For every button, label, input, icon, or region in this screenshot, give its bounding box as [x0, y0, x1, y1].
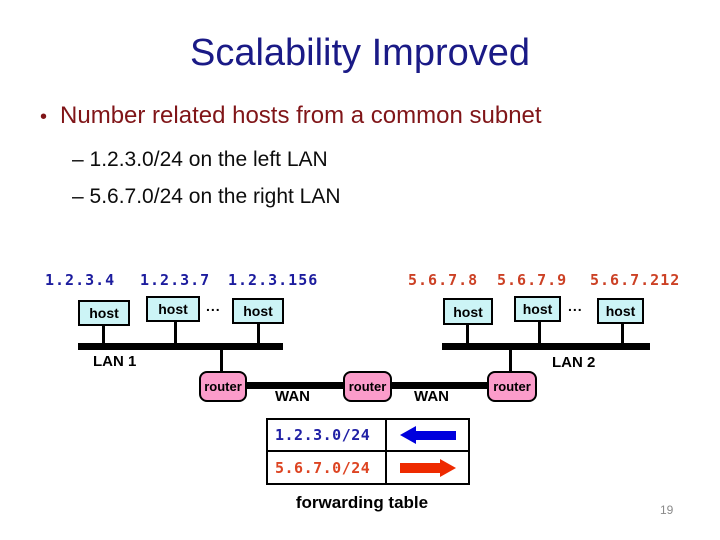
lan1-router-link: [220, 350, 223, 371]
bullet-line: • Number related hosts from a common sub…: [40, 102, 700, 130]
forwarding-table-direction-row2: [387, 452, 468, 483]
right-ip-3: 5.6.7.212: [590, 271, 681, 289]
right-ellipsis: ...: [568, 298, 583, 314]
host-link-line: [466, 325, 469, 343]
left-ip-2: 1.2.3.7: [140, 271, 211, 289]
prefix-text: 5.6.7.0/24: [275, 458, 371, 477]
router-box-left: router: [199, 371, 247, 402]
left-arrow-icon: [399, 426, 456, 444]
page-number: 19: [660, 503, 674, 517]
slide-title: Scalability Improved: [189, 32, 531, 74]
lan1-label: LAN 1: [93, 353, 137, 370]
right-ip-2: 5.6.7.9: [497, 271, 568, 289]
host-box-left-1: host: [78, 300, 130, 326]
wan-link-1: [247, 382, 343, 389]
host-link-line: [621, 324, 624, 343]
lan1-bus: [78, 343, 283, 350]
host-link-line: [102, 326, 105, 343]
forwarding-table-prefix-row1: 1.2.3.0/24: [268, 420, 387, 452]
sub-bullet-left-subnet: – 1.2.3.0/24 on the left LAN: [72, 148, 328, 171]
lan2-label: LAN 2: [552, 354, 596, 371]
left-ip-3: 1.2.3.156: [228, 271, 319, 289]
host-box-left-2: host: [146, 296, 200, 322]
left-ellipsis: ...: [206, 298, 221, 314]
wan-label-2: WAN: [414, 388, 449, 405]
host-box-left-3: host: [232, 298, 284, 324]
sub-bullet-right-subnet: – 5.6.7.0/24 on the right LAN: [72, 185, 341, 208]
right-ip-1: 5.6.7.8: [408, 271, 479, 289]
wan-link-2: [392, 382, 487, 389]
lan2-bus: [442, 343, 650, 350]
host-box-right-3: host: [597, 298, 644, 324]
bullet-text: Number related hosts from a common subne…: [60, 102, 542, 129]
left-ip-1: 1.2.3.4: [45, 271, 116, 289]
host-link-line: [257, 324, 260, 343]
lan2-router-link: [509, 350, 512, 371]
prefix-text: 1.2.3.0/24: [275, 426, 371, 444]
host-link-line: [538, 322, 541, 343]
host-link-line: [174, 322, 177, 343]
forwarding-table-direction-row1: [387, 420, 468, 452]
router-box-middle: router: [343, 371, 392, 402]
right-arrow-icon: [399, 458, 456, 477]
host-box-right-2: host: [514, 296, 561, 322]
bullet-marker: •: [40, 106, 48, 128]
forwarding-table-prefix-row2: 5.6.7.0/24: [268, 452, 387, 483]
wan-label-1: WAN: [275, 388, 310, 405]
router-box-right: router: [487, 371, 537, 402]
forwarding-table: 1.2.3.0/24 5.6.7.0/24: [266, 418, 470, 485]
forwarding-table-caption: forwarding table: [295, 493, 429, 512]
host-box-right-1: host: [443, 298, 493, 325]
